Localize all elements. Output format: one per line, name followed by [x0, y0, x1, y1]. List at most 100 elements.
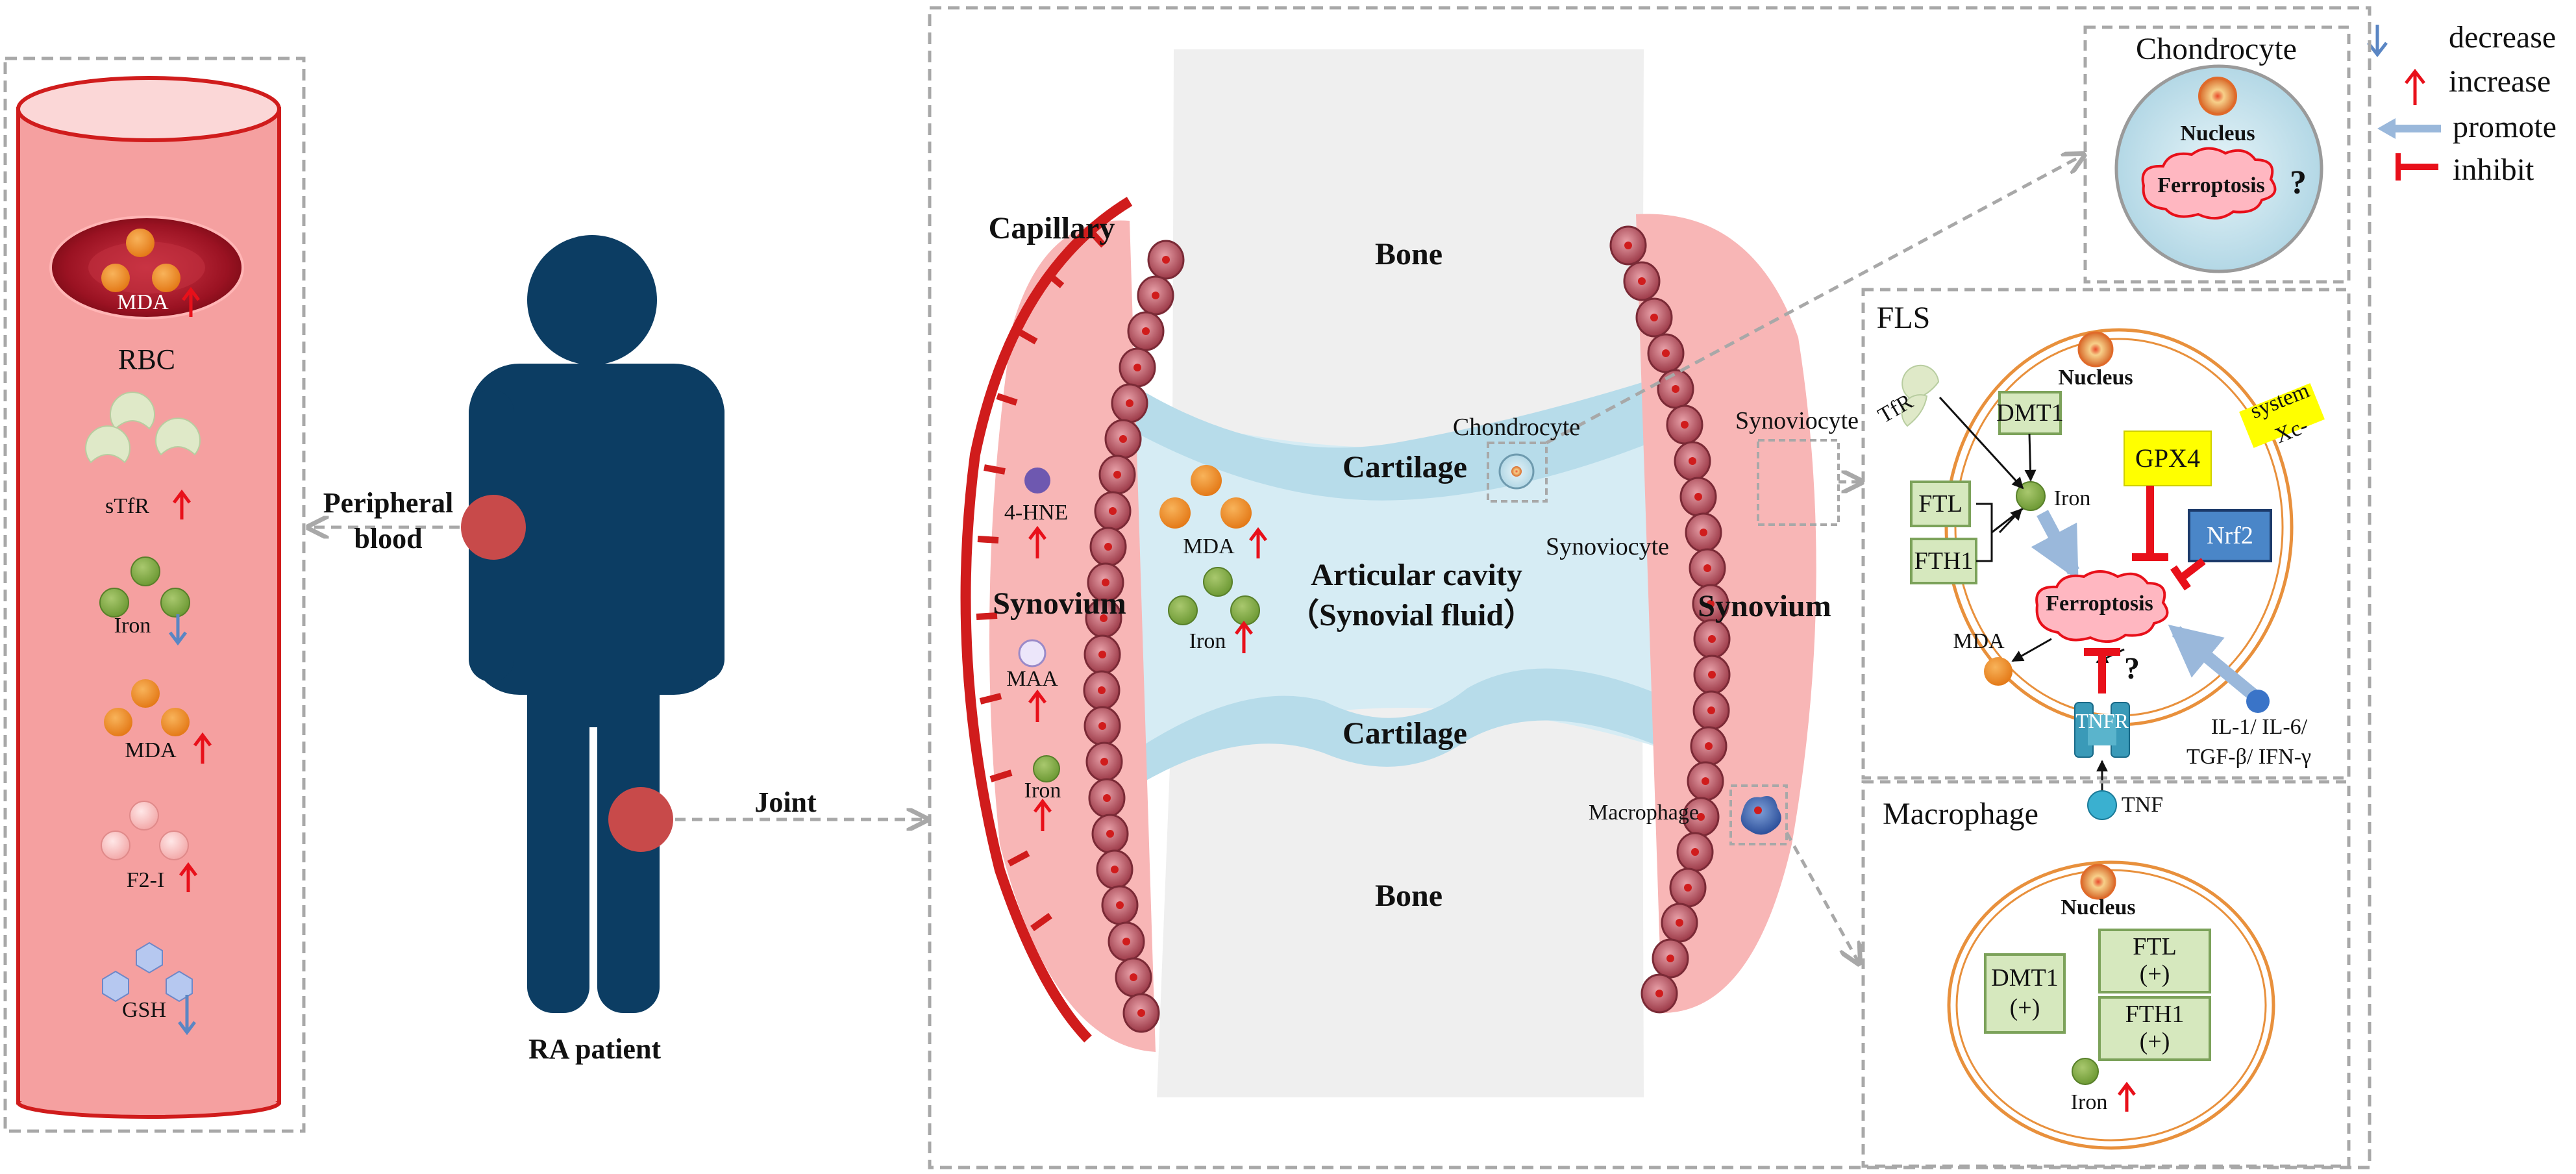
chondrocyte-connector: [1545, 155, 2084, 445]
macrophage-dmt1-label: DMT1: [1991, 964, 2059, 992]
fls-nucleus-label: Nucleus: [2058, 366, 2133, 390]
f2i-label: F2-I: [126, 868, 165, 892]
chondrocyte-highlight: [1487, 442, 1548, 503]
macrophage-iron-increase-icon: [2118, 1081, 2136, 1112]
legend-increase-label: increase: [2449, 64, 2551, 99]
maa-label: MAA: [1006, 667, 1058, 691]
joint-panel-frame: [928, 6, 2372, 1169]
fls-dmt1-label: DMT1: [1996, 399, 2064, 427]
synoviocyte-nucleus: [1638, 277, 1646, 285]
synoviocyte-nucleus: [1106, 830, 1114, 838]
synoviocyte-nucleus: [1109, 507, 1117, 515]
blood-iron-label: Iron: [114, 614, 151, 638]
synoviocyte-nucleus: [1098, 686, 1106, 694]
rbc-mda-increase-icon: [182, 286, 200, 317]
synoviocyte-nucleus: [1694, 493, 1702, 501]
peripheral-blood-label: Peripheral blood: [323, 487, 454, 555]
macrophage-connector: [1785, 831, 1859, 964]
macrophage-highlight: [1729, 784, 1788, 845]
synoviocyte-nucleus: [1102, 579, 1109, 586]
synoviocyte-label-left: Synoviocyte: [1546, 533, 1669, 560]
synoviocyte-nucleus: [1126, 399, 1133, 407]
maa-increase-icon: [1028, 689, 1046, 722]
synoviocyte-nucleus: [1098, 722, 1106, 730]
ferritin-to-iron-arrow: [1998, 508, 2023, 534]
fls-ferroptosis-label: Ferroptosis: [2046, 592, 2153, 616]
chondrocyte-label: Chondrocyte: [1452, 414, 1581, 441]
synoviocyte-nucleus: [1697, 813, 1705, 821]
synoviocyte-nucleus: [1703, 564, 1711, 572]
synoviocyte-nucleus: [1655, 990, 1663, 997]
synoviocyte-nucleus: [1708, 635, 1716, 643]
capillary: [960, 197, 1133, 1043]
system-xc-box: [2239, 383, 2325, 448]
cartilage-bottom: [1104, 668, 1714, 799]
synoviocyte-nucleus: [1684, 884, 1692, 892]
mda-molecules-blood: [104, 679, 190, 736]
synoviocyte-nucleus: [1700, 529, 1707, 536]
synoviocyte-nucleus: [1100, 614, 1108, 622]
fls-iron-label: Iron: [2053, 486, 2091, 510]
tnf-label: TNF: [2121, 793, 2164, 817]
macrophage-ftl-label: FTL: [2133, 933, 2177, 960]
chondrocyte-panel-title: Chondrocyte: [2136, 32, 2297, 66]
synoviocyte-nucleus: [1689, 457, 1696, 465]
synovium-right-label: Synovium: [1698, 589, 1831, 623]
rbc-label: RBC: [118, 343, 176, 375]
cartilage-top: [1117, 364, 1714, 501]
macrophage-dmt1-box: [1984, 953, 2066, 1034]
promote-arrow-icon: [2377, 118, 2441, 139]
joint-macrophage-label: Macrophage: [1589, 801, 1699, 825]
chondrocyte-panel-frame: [2083, 25, 2351, 284]
synoviocyte-nucleus: [1702, 777, 1709, 785]
legend-promote-label: promote: [2453, 110, 2557, 144]
fls-ferroptosis-cloud: [2035, 570, 2169, 643]
synoviocyte-nucleus: [1142, 327, 1150, 335]
synoviocyte-nucleus: [1691, 848, 1699, 856]
fls-mda-molecule: [1984, 657, 2012, 686]
macrophage-nucleus: [1754, 806, 1762, 814]
synoviocyte-nucleus: [1113, 471, 1121, 479]
cytokine-molecule: [2246, 690, 2270, 713]
hne-molecule: [1024, 468, 1050, 493]
cytokines-label-2: TGF-β/ IFN-γ: [2186, 745, 2311, 769]
synovium-iron-label: Iron: [1024, 779, 1061, 803]
fls-mda-label: MDA: [1953, 629, 2005, 653]
nrf2-inhibit-icon: [2170, 558, 2206, 591]
increase-arrow-icon: [2405, 68, 2425, 105]
macrophage-panel-title: Macrophage: [1883, 797, 2038, 831]
synoviocyte-layer-left: [1083, 240, 1185, 1033]
chondrocyte-panel-nucleus: [2198, 77, 2237, 116]
blood-panel-frame: [3, 56, 306, 1133]
iron-molecules-cavity: [1168, 567, 1260, 625]
blood-mda-label: MDA: [125, 738, 177, 762]
tnf-molecule: [2087, 790, 2117, 820]
synoviocyte-nucleus: [1650, 314, 1658, 321]
iron-synovium-increase-icon: [1034, 798, 1052, 831]
synoviocyte-nucleus: [1662, 349, 1670, 357]
synoviocyte-nucleus: [1104, 543, 1112, 551]
synoviocyte-nucleus: [1676, 919, 1683, 927]
macrophage-nucleus-label: Nucleus: [2061, 895, 2136, 919]
synovium-left-label: Synovium: [993, 586, 1126, 621]
iron-cavity-increase-icon: [1235, 620, 1253, 653]
fls-panel-title: FLS: [1876, 301, 1931, 335]
macrophage-fth1-label: FTH1: [2125, 1001, 2185, 1028]
macrophage-ftl-sign: (+): [2139, 960, 2170, 988]
synoviocyte-nucleus: [1707, 600, 1715, 608]
fls-ftl-label: FTL: [1918, 490, 1963, 518]
macrophage-panel-nucleus: [2080, 864, 2116, 900]
chondrocyte-panel-nucleus-label: Nucleus: [2180, 121, 2255, 145]
legend: [2367, 25, 2441, 181]
fls-fth1-label: FTH1: [1914, 547, 1974, 575]
cartilage-top-label: Cartilage: [1343, 450, 1467, 484]
articular-cavity-label: Articular cavity: [1311, 558, 1522, 592]
tfr-to-iron-arrow: [1938, 396, 2024, 490]
synoviocyte-nucleus: [1122, 938, 1130, 945]
synoviocyte-nucleus: [1100, 758, 1108, 766]
tfr-receptor: [1901, 394, 1928, 427]
synoviocyte-nucleus: [1162, 256, 1170, 264]
tnfr-label: TNFR: [2075, 709, 2129, 732]
bone-top-label: Bone: [1374, 237, 1443, 271]
